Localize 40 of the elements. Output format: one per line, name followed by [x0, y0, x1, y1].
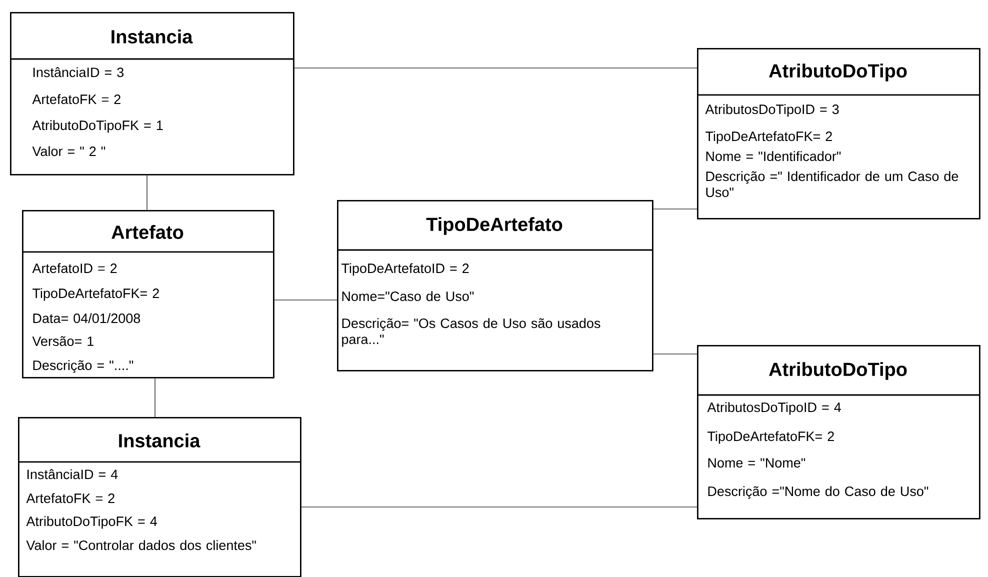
class-name: Instancia [112, 30, 193, 44]
class-name: Instancia [119, 434, 200, 448]
attribute-text: Descrição =" Identificador de um Caso de Uso" [706, 171, 958, 198]
attribute-text: TipoDeArtefatoID = 2 [342, 263, 469, 276]
class-box [697, 48, 980, 220]
attribute-text: ArtefatoFK = 2 [26, 493, 114, 504]
attribute-text: AtributoDoTipoFK = 1 [32, 120, 163, 133]
attribute-text: Nome = "Nome" [708, 458, 806, 468]
attribute-text: AtributosDoTipoID = 3 [705, 104, 839, 117]
attribute-text: Valor = " 2 " [32, 146, 106, 156]
class-name: AtributoDoTipo [769, 64, 907, 82]
class-name: Artefato [112, 225, 184, 239]
attribute-text: TipoDeArtefatoFK= 2 [708, 431, 834, 444]
class-box [10, 12, 294, 176]
attribute-text: Nome = "Identificador" [706, 151, 841, 162]
class-box [697, 344, 980, 520]
attribute-text: Descrição= "Os Casos de Uso são usados para..." [342, 318, 600, 347]
connector-line [301, 506, 698, 508]
connector-line [154, 378, 156, 418]
attribute-text: ArtefatoID = 2 [32, 263, 117, 274]
class-box [22, 210, 274, 378]
attribute-text: InstânciaID = 4 [27, 469, 118, 480]
connector-line [653, 208, 698, 210]
attribute-text: Descrição = "...." [33, 360, 134, 373]
attribute-text: Valor = "Controlar dados dos clientes" [26, 540, 256, 550]
attribute-text: Nome="Caso de Uso" [342, 291, 474, 302]
attribute-text: Descrição ="Nome do Caso de Uso" [708, 486, 928, 499]
attribute-text: AtributosDoTipoID = 4 [707, 402, 841, 415]
class-box [337, 200, 654, 372]
attribute-text: TipoDeArtefatoFK= 2 [32, 288, 159, 301]
class-box [18, 416, 302, 577]
attribute-text: ArtefatoFK = 2 [32, 94, 120, 104]
class-name: TipoDeArtefato [426, 217, 562, 235]
attribute-text: TipoDeArtefatoFK= 2 [706, 131, 832, 144]
class-name: AtributoDoTipo [769, 362, 907, 380]
attribute-text: InstânciaID = 3 [33, 67, 124, 78]
attribute-text: Data= 04/01/2008 [33, 313, 140, 324]
attribute-text: AtributoDoTipoFK = 4 [26, 516, 157, 529]
connector-line [146, 174, 148, 210]
attribute-text: Versão= 1 [32, 336, 94, 346]
